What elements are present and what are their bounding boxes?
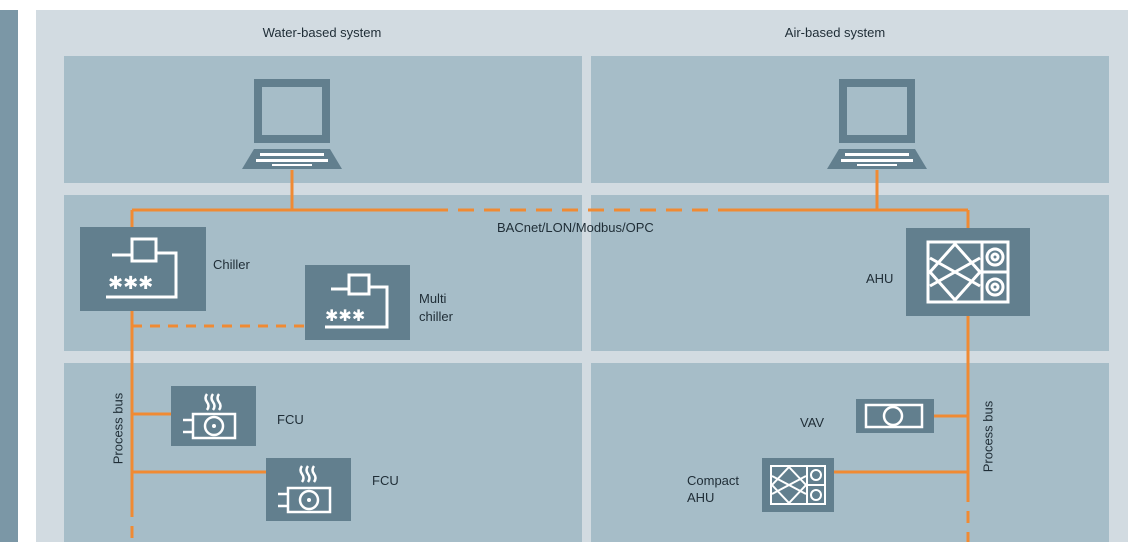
water-system-header: Water-based system [262, 25, 382, 40]
process-bus-label-right: Process bus [980, 400, 996, 473]
svg-text:✱✱✱: ✱✱✱ [108, 273, 153, 294]
fcu-icon [278, 465, 332, 514]
vav-label: VAV [800, 415, 825, 430]
fcu-device-1 [171, 386, 256, 446]
vav-device [856, 399, 934, 433]
fcu-label-2: FCU [372, 473, 399, 488]
fcu-device-2 [266, 458, 351, 521]
ahu-icon [926, 240, 1010, 304]
multi-chiller-device: ✱✱✱ [305, 265, 410, 340]
compact-ahu-label-line1: Compact [687, 473, 740, 488]
chiller-icon: ✱✱✱ [106, 237, 178, 299]
ahu-icon [770, 465, 826, 505]
network-protocol-label: BACnet/LON/Modbus/OPC [497, 220, 654, 235]
vav-icon [864, 403, 924, 429]
fcu-label-1: FCU [277, 412, 304, 427]
compact-ahu-device [762, 458, 834, 512]
multi-chiller-label-line2: chiller [419, 309, 453, 324]
laptop-icon [827, 79, 927, 169]
panel-air-field [591, 363, 1109, 542]
chiller-icon: ✱✱✱ [325, 273, 389, 329]
side-strip [0, 10, 18, 542]
ahu-label: AHU [866, 271, 894, 286]
chiller-label: Chiller [213, 257, 250, 272]
ahu-device [906, 228, 1030, 316]
multi-chiller-label-line1: Multi [419, 291, 447, 306]
air-system-header: Air-based system [784, 25, 886, 40]
fcu-icon [183, 393, 237, 440]
svg-text:✱✱✱: ✱✱✱ [325, 306, 365, 325]
chiller-device: ✱✱✱ [80, 227, 206, 311]
compact-ahu-label-line2: AHU [687, 490, 715, 505]
laptop-icon [242, 79, 342, 169]
process-bus-label-left: Process bus [110, 392, 126, 465]
